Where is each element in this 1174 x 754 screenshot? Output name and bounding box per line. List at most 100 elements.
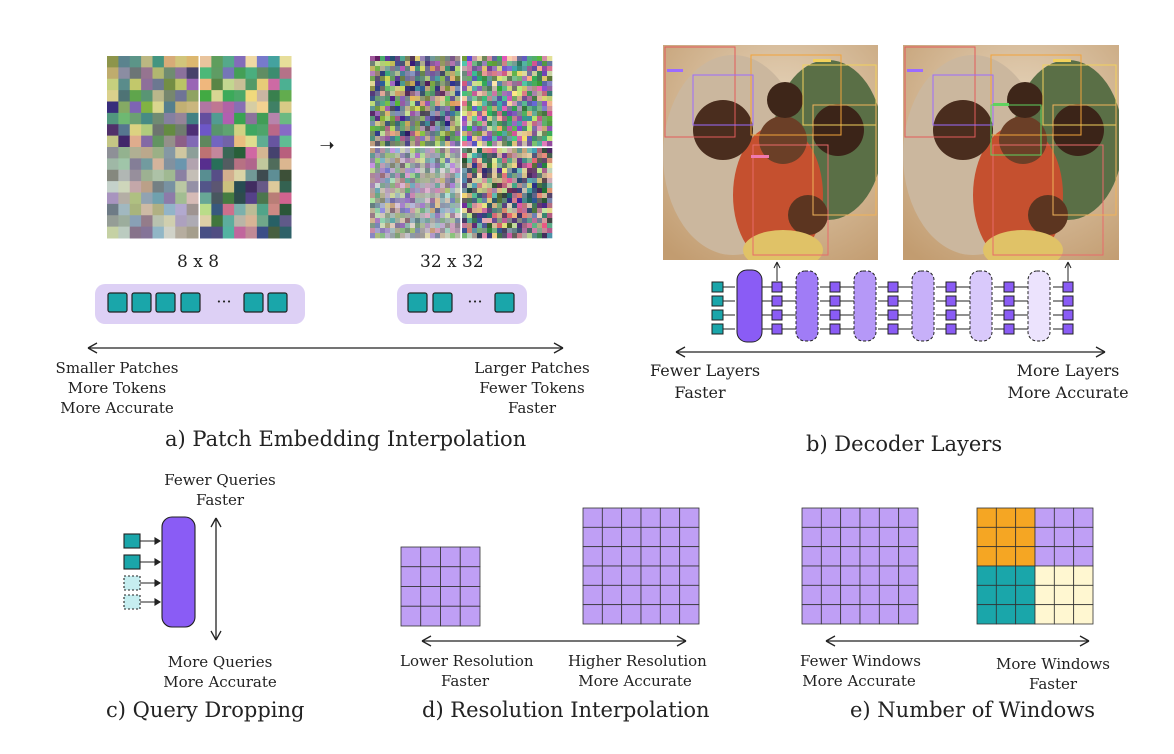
patch-cell: [152, 203, 165, 216]
patch-cell: [152, 124, 165, 137]
patch-cell: [512, 96, 518, 102]
patch-cell: [415, 71, 421, 77]
patch-cell: [537, 188, 543, 194]
decoder-token: [771, 323, 783, 335]
patch-cell: [507, 131, 513, 137]
patch-cell: [435, 106, 441, 112]
patch-cell: [462, 178, 468, 184]
patch-cell: [532, 126, 538, 132]
patch-cell: [435, 136, 441, 142]
patch-cell: [370, 188, 376, 194]
patch-cell: [234, 226, 246, 239]
patch-cell: [279, 124, 292, 137]
multi-window-cell: [1034, 565, 1055, 586]
patch-cell: [537, 223, 543, 229]
patch-cell: [462, 116, 468, 122]
patch-cell: [385, 188, 391, 194]
high-res-cell: [582, 526, 603, 548]
patch-cell: [211, 215, 224, 228]
patch-cell: [375, 218, 381, 224]
patch-cell: [527, 126, 533, 132]
patch-cell: [472, 66, 478, 72]
patch-cell: [537, 168, 543, 174]
patch-cell: [512, 141, 518, 147]
patch-cell: [455, 91, 461, 97]
patch-cell: [537, 173, 543, 179]
patch-cell: [400, 106, 406, 112]
patch-cell: [467, 76, 473, 82]
patch-cell: [445, 213, 451, 219]
patch-cell: [517, 106, 523, 112]
patch-cell: [118, 226, 131, 239]
patch-cell: [410, 71, 416, 77]
patch-cell: [390, 158, 396, 164]
label-more-accurate-d: More Accurate: [578, 672, 692, 690]
multi-window-cell: [1015, 546, 1036, 567]
patch-cell: [410, 193, 416, 199]
patch-cell: [395, 208, 401, 214]
patch-cell: [415, 223, 421, 229]
patch-cell: [482, 106, 488, 112]
patch-cell: [430, 126, 436, 132]
patch-cell: [380, 208, 386, 214]
patch-cell: [462, 101, 468, 107]
patch-cell: [405, 76, 411, 82]
patch-cell: [385, 131, 391, 137]
patch-cell: [152, 226, 165, 239]
high-res-cell: [582, 565, 603, 586]
patch-cell: [385, 183, 391, 189]
patch-cell: [517, 233, 523, 239]
patch-cell: [455, 116, 461, 122]
patch-cell: [467, 66, 473, 72]
high-res-cell: [679, 546, 700, 567]
patch-cell: [440, 66, 446, 72]
low-res-cell: [400, 566, 422, 587]
patch-cell: [537, 136, 543, 142]
patch-cell: [234, 135, 246, 148]
patch-cell: [141, 215, 153, 228]
patch-cell: [425, 91, 431, 97]
patch-cell: [502, 153, 508, 159]
patch-cell: [507, 141, 513, 147]
patch-cell: [542, 223, 548, 229]
patch-cell: [512, 116, 518, 122]
patch-cell: [279, 203, 292, 216]
patch-cell: [375, 178, 381, 184]
patch-cell: [420, 116, 426, 122]
patch-cell: [532, 178, 538, 184]
patch-cell: [415, 183, 421, 189]
patch-cell: [527, 203, 533, 209]
patch-cell: [482, 131, 488, 137]
patch-cell: [445, 153, 451, 159]
patch-cell: [186, 215, 199, 228]
patch-cell: [279, 78, 292, 91]
patch-cell: [375, 121, 381, 127]
patch-cell: [200, 215, 212, 228]
patch-cell: [425, 173, 431, 179]
patch-cell: [256, 135, 269, 148]
patch-cell: [507, 153, 513, 159]
patch-cell: [492, 178, 498, 184]
patch-cell: [445, 136, 451, 142]
patch-cell: [547, 178, 553, 184]
patch-cell: [425, 126, 431, 132]
patch-cell: [487, 136, 493, 142]
patch-cell: [455, 203, 461, 209]
patch-cell: [512, 168, 518, 174]
patch-cell: [455, 101, 461, 107]
patch-cell: [385, 96, 391, 102]
patch-cell: [487, 223, 493, 229]
patch-cell: [445, 131, 451, 137]
patch-cell: [467, 126, 473, 132]
patch-cell: [440, 116, 446, 122]
patch-cell: [395, 71, 401, 77]
patch-cell: [487, 96, 493, 102]
patch-cell: [163, 203, 176, 216]
single-window-cell: [878, 565, 900, 586]
patch-cell: [440, 56, 446, 62]
patch-cell: [430, 136, 436, 142]
patch-cell: [425, 198, 431, 204]
patch-cell: [467, 101, 473, 107]
patch-cell: [472, 148, 478, 154]
patch-cell: [390, 228, 396, 234]
